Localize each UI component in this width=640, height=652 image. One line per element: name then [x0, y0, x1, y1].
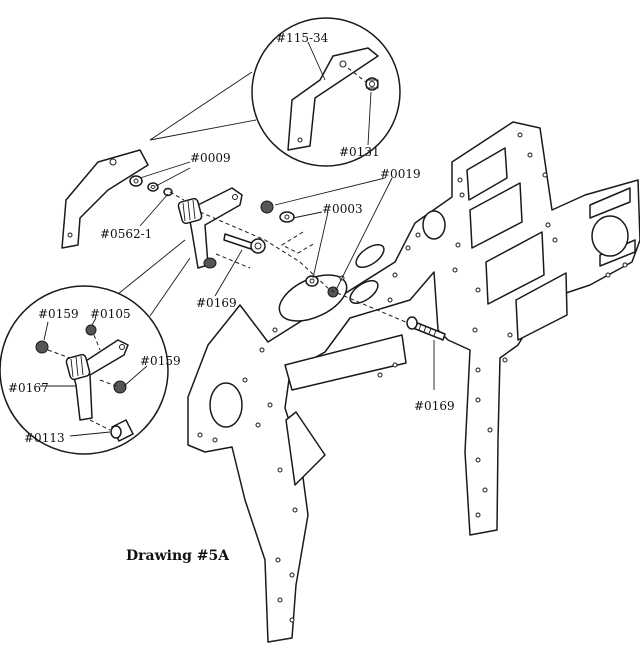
label-0159-right: #0159	[140, 354, 181, 368]
label-0169-lower: #0169	[414, 399, 455, 413]
leader-lines	[40, 41, 435, 437]
label-0003: #0003	[322, 202, 363, 216]
nut-washer-pair	[260, 200, 316, 254]
washer-stack	[129, 175, 173, 197]
servo-arm-assembly	[177, 187, 266, 269]
label-0131: #0131	[339, 145, 380, 159]
label-0169-upper: #0169	[196, 296, 237, 310]
label-115-34: #115-34	[276, 31, 329, 45]
label-0159-left: #0159	[38, 307, 79, 321]
drawing-title: Drawing #5A	[126, 548, 230, 564]
label-0019: #0019	[380, 167, 421, 181]
frame-nuts	[305, 275, 339, 298]
detail-circle-top	[149, 17, 401, 167]
label-0562-1: #0562-1	[100, 227, 152, 241]
label-0167: #0167	[8, 381, 49, 395]
threaded-rod	[406, 316, 446, 341]
assembly-guides	[169, 191, 409, 324]
label-0113: #0113	[24, 431, 65, 445]
detail-circle-bottom	[0, 239, 191, 455]
left-bracket	[61, 149, 149, 249]
label-0105: #0105	[90, 307, 131, 321]
main-frame-plate	[187, 121, 640, 643]
label-0009: #0009	[190, 151, 231, 165]
part-labels: #115-34 #0131 #0009 #0019 #0003 #0562-1 …	[8, 31, 455, 564]
